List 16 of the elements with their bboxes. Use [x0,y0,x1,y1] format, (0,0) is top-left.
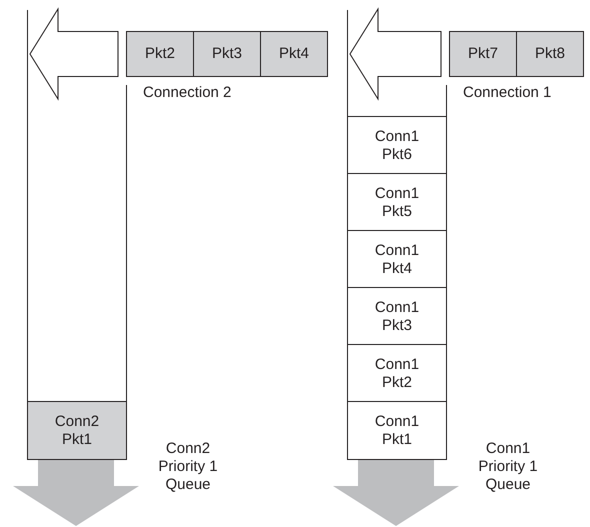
arrow [349,7,442,101]
queue-label: Conn2 Priority 1 Queue [157,440,219,494]
arrow [13,460,139,526]
packet-cell: Pkt3 [193,31,261,77]
queue [347,10,447,460]
connection-label: Connection 1 [463,84,552,102]
packet-cell: Conn2 Pkt1 [28,401,126,459]
packet-cell: Pkt2 [126,31,194,77]
connection-label: Connection 2 [143,84,232,102]
queue-label: Conn1 Priority 1 Queue [477,440,539,494]
packet-cell: Pkt7 [449,31,517,77]
arrow [29,7,118,101]
queue [27,10,127,460]
packet-cell: Pkt4 [260,31,328,77]
packet-cell: Pkt8 [516,31,584,77]
arrow [333,460,459,526]
